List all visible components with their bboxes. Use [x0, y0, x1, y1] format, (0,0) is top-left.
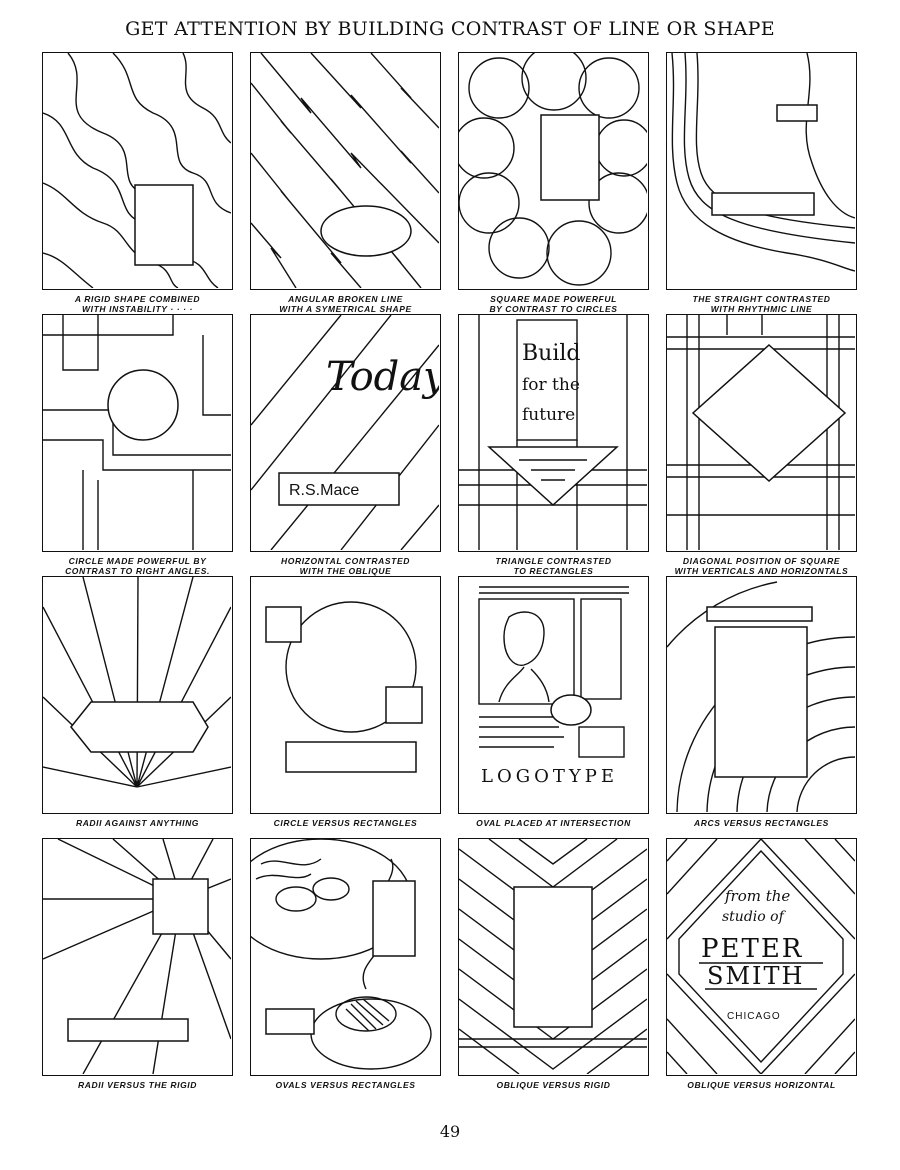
- peter-lettering: PETER: [701, 934, 803, 964]
- chicago-lettering: CHICAGO: [727, 1011, 781, 1022]
- panel-oval-intersection: LOGOTYPE OVAL PLACED AT INTERSECTION: [456, 574, 651, 836]
- today-lettering: Today: [326, 354, 439, 400]
- panel-diagonal-square: DIAGONAL POSITION OF SQUARE WITH VERTICA…: [664, 312, 859, 576]
- panel-drawing: [250, 838, 441, 1076]
- circle-rectangles-drawing: [265, 601, 423, 773]
- panel-drawing: [42, 838, 233, 1076]
- panel-caption: OBLIQUE VERSUS HORIZONTAL: [687, 1080, 836, 1090]
- for-the-lettering: for the: [522, 375, 580, 395]
- page-number: 49: [439, 1122, 461, 1141]
- panel-caption: THE STRAIGHT CONTRASTED WITH RHYTHMIC LI…: [692, 294, 831, 314]
- panel-caption: OVAL PLACED AT INTERSECTION: [476, 818, 631, 828]
- panel-drawing: [42, 576, 233, 814]
- panel-caption: ARCS VERSUS RECTANGLES: [694, 818, 829, 828]
- panel-drawing: Today R.S.Mace: [250, 314, 441, 552]
- panel-drawing: [42, 314, 233, 552]
- panel-oblique-rigid: OBLIQUE VERSUS RIGID: [456, 836, 651, 1098]
- illustration-grid: A RIGID SHAPE COMBINED WITH INSTABILITY …: [40, 50, 860, 1098]
- rs-mace-lettering: R.S.Mace: [289, 482, 359, 499]
- panel-arcs-rectangles: ARCS VERSUS RECTANGLES: [664, 574, 859, 836]
- panel-horizontal-oblique: Today R.S.Mace HORIZONTAL CONTRASTED WIT…: [248, 312, 443, 576]
- right-angles-drawing: [43, 315, 231, 550]
- panel-caption: CIRCLE MADE POWERFUL BY CONTRAST TO RIGH…: [65, 556, 210, 576]
- circles-drawing: [459, 53, 647, 286]
- panel-drawing: LOGOTYPE: [458, 576, 649, 814]
- rhythmic-line-drawing: [671, 53, 855, 272]
- zigzag-drawing: [251, 53, 439, 288]
- panel-caption: A RIGID SHAPE COMBINED WITH INSTABILITY …: [74, 294, 201, 314]
- panel-caption: OBLIQUE VERSUS RIGID: [496, 1080, 611, 1090]
- panel-caption: DIAGONAL POSITION OF SQUARE WITH VERTICA…: [674, 556, 849, 576]
- triangle-drawing: Build for the future: [459, 315, 647, 550]
- panel-caption: HORIZONTAL CONTRASTED WITH THE OBLIQUE: [281, 556, 410, 576]
- panel-circle-right-angles: CIRCLE MADE POWERFUL BY CONTRAST TO RIGH…: [40, 312, 235, 576]
- panel-caption: RADII AGAINST ANYTHING: [75, 818, 200, 828]
- panel-rigid-shape: A RIGID SHAPE COMBINED WITH INSTABILITY …: [40, 50, 235, 314]
- from-the-lettering: from the: [724, 887, 790, 905]
- diamond-lines-drawing: from the studio of PETER SMITH CHICAGO: [667, 839, 855, 1074]
- panel-drawing: [42, 52, 233, 290]
- page-title: GET ATTENTION BY BUILDING CONTRAST OF LI…: [125, 18, 775, 40]
- panel-caption: SQUARE MADE POWERFUL BY CONTRAST TO CIRC…: [489, 294, 618, 314]
- panel-drawing: [250, 52, 441, 290]
- future-lettering: future: [522, 405, 575, 425]
- panel-radii-against: RADII AGAINST ANYTHING: [40, 574, 235, 836]
- panel-drawing: [458, 52, 649, 290]
- panel-angular-line: ANGULAR BROKEN LINE WITH A SYMETRICAL SH…: [248, 50, 443, 314]
- panel-ovals-rectangles: OVALS VERSUS RECTANGLES: [248, 836, 443, 1098]
- arcs-drawing: [667, 581, 855, 812]
- radii-drawing: [43, 577, 231, 788]
- panel-oblique-horizontal: from the studio of PETER SMITH CHICAGO O…: [664, 836, 859, 1098]
- smith-lettering: SMITH: [707, 962, 804, 990]
- panel-drawing: from the studio of PETER SMITH CHICAGO: [666, 838, 857, 1076]
- panel-drawing: [250, 576, 441, 814]
- panel-drawing: [666, 52, 857, 290]
- build-lettering: Build: [522, 341, 581, 366]
- panel-caption: OVALS VERSUS RECTANGLES: [275, 1080, 416, 1090]
- panel-drawing: [666, 576, 857, 814]
- wavy-lines-drawing: [43, 53, 231, 288]
- grid-lines-drawing: [667, 315, 855, 550]
- breakfast-plate-drawing: [251, 839, 432, 1070]
- panel-drawing: [666, 314, 857, 552]
- panel-straight-rhythmic: THE STRAIGHT CONTRASTED WITH RHYTHMIC LI…: [664, 50, 859, 314]
- radii-rigid-drawing: [43, 839, 231, 1074]
- studio-of-lettering: studio of: [722, 909, 787, 925]
- chevron-drawing: [459, 839, 647, 1074]
- panel-caption: RADII VERSUS THE RIGID: [78, 1080, 197, 1090]
- panel-radii-rigid: RADII VERSUS THE RIGID: [40, 836, 235, 1098]
- panel-drawing: [458, 838, 649, 1076]
- panel-square-circles: SQUARE MADE POWERFUL BY CONTRAST TO CIRC…: [456, 50, 651, 314]
- logotype-lettering: LOGOTYPE: [481, 766, 618, 787]
- panel-caption: CIRCLE VERSUS RECTANGLES: [273, 818, 418, 828]
- panel-caption: TRIANGLE CONTRASTED TO RECTANGLES: [495, 556, 612, 576]
- logotype-layout-drawing: LOGOTYPE: [478, 586, 629, 787]
- oblique-lines-drawing: Today R.S.Mace: [251, 315, 439, 550]
- panel-caption: ANGULAR BROKEN LINE WITH A SYMETRICAL SH…: [279, 294, 412, 314]
- panel-drawing: Build for the future: [458, 314, 649, 552]
- panel-circle-rectangles: CIRCLE VERSUS RECTANGLES: [248, 574, 443, 836]
- panel-triangle-rectangles: Build for the future TRIANGLE CONTRASTED…: [456, 312, 651, 576]
